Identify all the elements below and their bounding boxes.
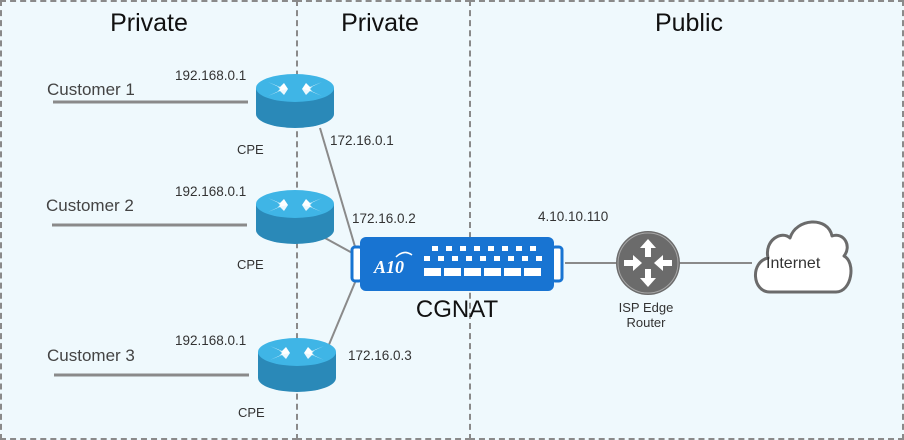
cgnat-port-led xyxy=(460,246,466,251)
cgnat-port xyxy=(484,268,501,276)
zone-private-customer xyxy=(0,0,298,440)
cpe-1-label: CPE xyxy=(237,142,264,157)
cpe-3-label: CPE xyxy=(238,405,265,420)
cgnat-port-led xyxy=(452,256,458,261)
cgnat-port-led xyxy=(488,246,494,251)
customer-3-label: Customer 3 xyxy=(47,346,135,365)
customer-2-label: Customer 2 xyxy=(46,196,134,215)
zone-title-private-carrier: Private xyxy=(341,9,419,37)
cgnat-port-led xyxy=(480,256,486,261)
customer-3-lan-ip: 192.168.0.1 xyxy=(175,333,247,348)
cgnat-port xyxy=(444,268,461,276)
internet-cloud-icon xyxy=(754,220,853,294)
cgnat-port xyxy=(464,268,481,276)
cgnat-port-led xyxy=(432,246,438,251)
cpe-router-1-icon xyxy=(256,74,334,128)
cgnat-port-led xyxy=(508,256,514,261)
cgnat-port-led xyxy=(536,256,542,261)
isp-router-label-line2: Router xyxy=(626,315,666,330)
cgnat-port-led xyxy=(446,246,452,251)
cgnat-port-led xyxy=(530,246,536,251)
cgnat-appliance-icon: A10 xyxy=(350,237,564,291)
zone-title-public: Public xyxy=(654,9,724,37)
customer-2-lan-ip: 192.168.0.1 xyxy=(175,184,247,199)
cpe-1-to-cgnat-link xyxy=(319,127,357,251)
cpe-3-to-cgnat-link xyxy=(327,279,357,348)
cgnat-label: CGNAT xyxy=(415,296,499,323)
zone-title-private-customer: Private xyxy=(110,9,188,37)
cgnat-port-led xyxy=(424,256,430,261)
cpe-1-wan-ip: 172.16.0.1 xyxy=(330,133,394,148)
cgnat-port xyxy=(504,268,521,276)
zone-public xyxy=(469,0,904,440)
customer-1-label: Customer 1 xyxy=(47,80,135,99)
cpe-router-3-icon xyxy=(258,338,336,392)
isp-edge-router-icon xyxy=(616,231,680,295)
isp-router-label: ISP Edge Router xyxy=(619,300,674,330)
cgnat-port-led xyxy=(494,256,500,261)
customer-1-lan-ip: 192.168.0.1 xyxy=(175,68,247,83)
cpe-2-label: CPE xyxy=(237,257,264,272)
cgnat-port-led xyxy=(474,246,480,251)
cgnat-public-ip: 4.10.10.110 xyxy=(538,209,609,224)
cgnat-port xyxy=(424,268,441,276)
cpe-router-2-icon xyxy=(256,190,334,244)
cgnat-port xyxy=(524,268,541,276)
internet-label: Internet xyxy=(766,255,821,272)
cgnat-port-led xyxy=(438,256,444,261)
svg-text:A10: A10 xyxy=(373,257,404,277)
cgnat-port-led xyxy=(516,246,522,251)
cgnat-port-led xyxy=(502,246,508,251)
cgnat-port-led xyxy=(522,256,528,261)
cgnat-port-led xyxy=(466,256,472,261)
cpe-3-wan-ip: 172.16.0.3 xyxy=(348,348,412,363)
isp-router-label-line1: ISP Edge xyxy=(618,300,674,315)
cpe-2-wan-ip: 172.16.0.2 xyxy=(352,211,416,226)
